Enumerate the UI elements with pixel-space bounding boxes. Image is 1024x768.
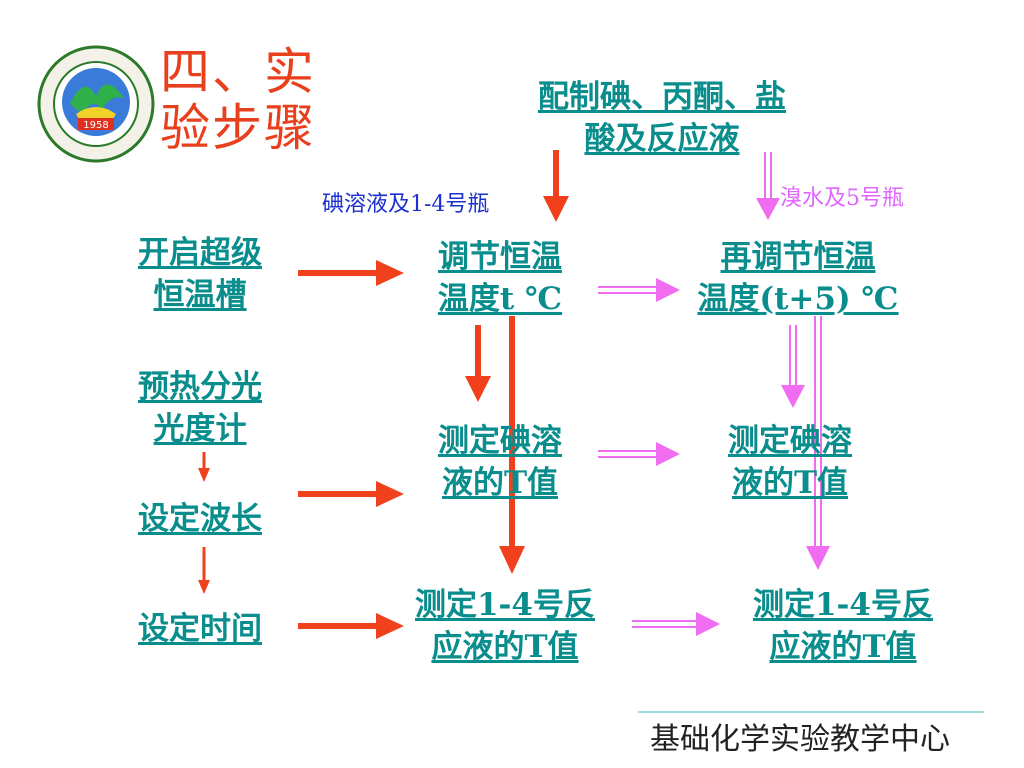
arrow-adjust-to-iodine xyxy=(465,325,491,402)
node-measure-iodine-2-line2: 液的T值 xyxy=(731,465,849,501)
node-measure-reaction-1-line1: 测定1-4号反 xyxy=(414,587,595,623)
node-measure-iodine-2-line1: 测定碘溶 xyxy=(728,423,852,459)
arrow-adjust-to-reaction xyxy=(499,316,525,574)
node-start-bath-line2: 恒温槽 xyxy=(153,277,247,313)
arrow-readjust-to-iodine xyxy=(781,325,805,408)
arrow-prep-to-adjust xyxy=(543,150,569,222)
node-measure-reaction-2: 测定1-4号反 应液的T值 xyxy=(718,584,968,668)
node-prep: 配制碘、丙酮、盐 酸及反应液 xyxy=(482,76,842,160)
node-measure-iodine-2: 测定碘溶 液的T值 xyxy=(690,420,890,504)
node-prep-line2: 酸及反应液 xyxy=(584,121,740,157)
arrow-adjust-to-readjust xyxy=(598,278,680,302)
arrow-prep-to-readjust xyxy=(756,152,780,220)
node-start-bath-line1: 开启超级 xyxy=(138,235,262,271)
node-adjust-temp-line1: 调节恒温 xyxy=(438,239,562,275)
label-bromine-bottle: 溴水及5号瓶 xyxy=(780,186,904,211)
node-preheat-line1: 预热分光 xyxy=(138,369,262,405)
node-adjust-temp-line2: 温度t ℃ xyxy=(437,281,563,317)
node-preheat: 预热分光 光度计 xyxy=(100,366,300,450)
node-readjust-temp: 再调节恒温 温度(t+5) ℃ xyxy=(668,236,928,320)
node-measure-reaction-2-line1: 测定1-4号反 xyxy=(752,587,933,623)
node-readjust-temp-line2: 温度(t+5) ℃ xyxy=(697,281,899,317)
arrow-preheat-to-wavelength xyxy=(198,452,210,482)
arrow-reaction-to-reaction xyxy=(632,612,720,636)
node-preheat-line2: 光度计 xyxy=(153,411,247,447)
arrow-wavelength-to-time xyxy=(198,547,210,594)
university-logo-icon: 1958 xyxy=(37,45,155,163)
node-set-time-line1: 设定时间 xyxy=(138,611,262,647)
arrow-bath-to-adjust xyxy=(298,260,404,286)
node-readjust-temp-line1: 再调节恒温 xyxy=(720,239,876,275)
node-measure-iodine-1-line2: 液的T值 xyxy=(441,465,559,501)
node-measure-reaction-1-line2: 应液的T值 xyxy=(431,629,579,665)
section-title: 四、实 验步骤 xyxy=(160,44,316,156)
logo: 1958 xyxy=(36,44,156,164)
node-measure-reaction-2-line2: 应液的T值 xyxy=(769,629,917,665)
node-measure-iodine-1-line1: 测定碘溶 xyxy=(438,423,562,459)
node-set-time: 设定时间 xyxy=(100,608,300,650)
label-iodine-bottles: 碘溶液及1-4号瓶 xyxy=(322,192,490,217)
footer-text: 基础化学实验教学中心 xyxy=(650,722,950,757)
node-set-wavelength: 设定波长 xyxy=(100,498,300,540)
node-prep-line1: 配制碘、丙酮、盐 xyxy=(538,79,786,115)
node-set-wavelength-line1: 设定波长 xyxy=(138,501,262,537)
arrow-wavelength-to-measure xyxy=(298,481,404,507)
title-line1: 四、实 xyxy=(160,43,316,101)
node-measure-reaction-1: 测定1-4号反 应液的T值 xyxy=(380,584,630,668)
node-measure-iodine-1: 测定碘溶 液的T值 xyxy=(400,420,600,504)
footer-divider xyxy=(638,711,984,713)
arrow-time-to-reaction xyxy=(298,613,404,639)
logo-year: 1958 xyxy=(83,120,108,131)
arrow-iodine-to-iodine xyxy=(598,442,680,466)
node-start-bath: 开启超级 恒温槽 xyxy=(100,232,300,316)
arrow-readjust-to-reaction xyxy=(806,316,830,570)
title-line2: 验步骤 xyxy=(160,99,316,157)
node-adjust-temp: 调节恒温 温度t ℃ xyxy=(400,236,600,320)
